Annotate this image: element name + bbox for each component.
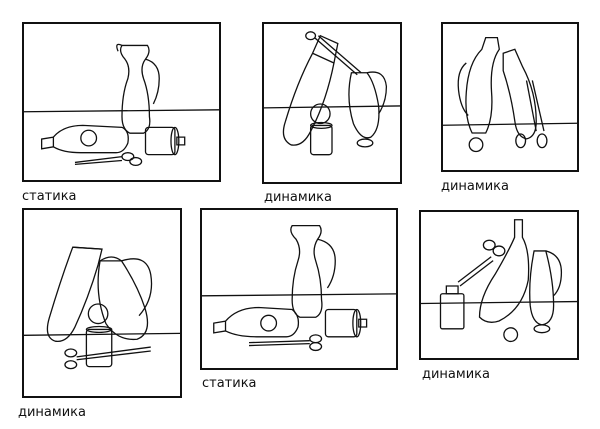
panel-6-drawing bbox=[421, 212, 577, 358]
panel-1-drawing bbox=[24, 24, 219, 180]
panel-2-caption: динамика bbox=[264, 190, 332, 205]
panel-1-caption: статика bbox=[22, 189, 77, 204]
panel-2-drawing bbox=[264, 24, 400, 182]
panel-5-caption: статика bbox=[202, 376, 257, 391]
panel-6-frame bbox=[419, 210, 579, 360]
panel-3-drawing bbox=[443, 24, 577, 170]
panel-4-drawing bbox=[24, 210, 180, 396]
panel-6-caption: динамика bbox=[422, 367, 490, 382]
panel-3-caption: динамика bbox=[441, 179, 509, 194]
panel-1-frame bbox=[22, 22, 221, 182]
panel-3-frame bbox=[441, 22, 579, 172]
panel-2-frame bbox=[262, 22, 402, 184]
panel-5-frame bbox=[200, 208, 398, 370]
panel-4-caption: динамика bbox=[18, 405, 86, 420]
panel-4-frame bbox=[22, 208, 182, 398]
panel-5-drawing bbox=[202, 210, 396, 368]
